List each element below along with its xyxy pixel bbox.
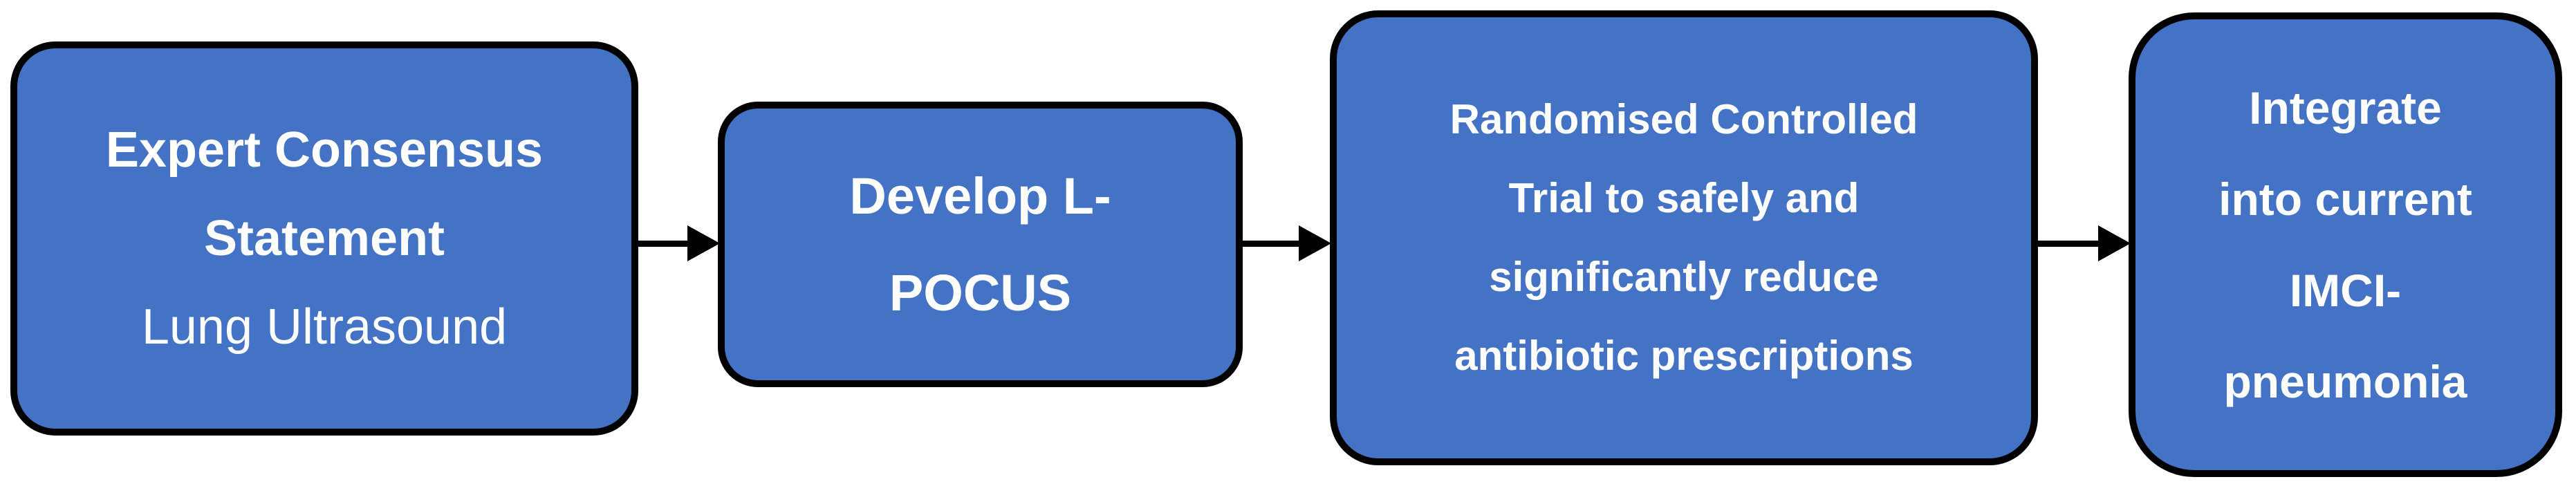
box-line: significantly reduce	[1489, 254, 1879, 300]
box-line: into current	[2218, 174, 2472, 225]
box-line: Expert Consensus	[105, 122, 544, 178]
box-line: IMCI-	[2289, 265, 2402, 316]
box-line: Randomised Controlled	[1449, 96, 1918, 142]
box-line: Develop L-	[849, 167, 1111, 225]
arrow-shaft	[1241, 241, 1299, 247]
arrow-right-icon	[1241, 225, 1331, 261]
arrow-shaft	[2037, 241, 2099, 247]
box-line: antibiotic prescriptions	[1454, 333, 1914, 379]
flow-box-expert-consensus-statement: Expert Consensus Statement Lung Ultrasou…	[10, 41, 638, 436]
box-line: POCUS	[889, 263, 1072, 321]
box-line: Trial to safely and	[1508, 175, 1860, 221]
box-line: pneumonia	[2223, 356, 2467, 407]
box-line: Statement	[203, 211, 445, 266]
flow-box-randomised-controlled-trial: Randomised Controlled Trial to safely an…	[1330, 10, 2038, 465]
box-line: Lung Ultrasound	[141, 299, 508, 355]
arrow-shaft	[638, 241, 688, 247]
box-line: Integrate	[2249, 82, 2442, 133]
arrow-right-icon	[2037, 225, 2131, 261]
flow-box-develop-l-pocus: Develop L- POCUS	[718, 102, 1243, 387]
flow-box-integrate-imci-pneumonia: Integrate into current IMCI- pneumonia	[2129, 12, 2562, 477]
arrow-head	[2098, 225, 2131, 261]
arrow-right-icon	[638, 225, 720, 261]
arrow-head	[687, 225, 720, 261]
arrow-head	[1299, 225, 1331, 261]
